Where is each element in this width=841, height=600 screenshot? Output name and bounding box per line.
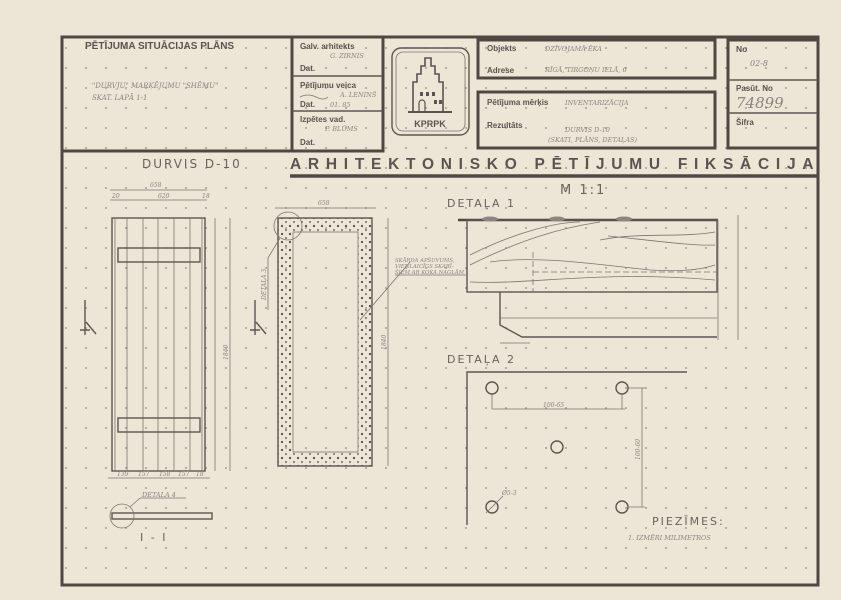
number-block: No 02-8 Pasūt. No 74899 Šifra	[726, 38, 820, 150]
detail1-drawing	[395, 215, 739, 344]
dim-detail2-h: 100-65	[543, 402, 564, 409]
door-title: DURVIS D-10	[142, 157, 242, 171]
dim-plan-height: 1840	[381, 335, 388, 350]
detail1-note-3: ŠIEM AR KOKA NAGLĀM	[395, 268, 465, 276]
dim-inner-width: 620	[158, 193, 170, 200]
dim-door-height: 1840	[223, 345, 230, 360]
research-by-label: Pētījumu veica	[300, 81, 357, 90]
detail3-label: DETAĻA 3	[261, 269, 268, 301]
chief-architect-label: Galv. arhitekts	[300, 42, 355, 51]
nail-hole	[485, 500, 499, 514]
dot-grid	[62, 37, 818, 585]
dim-right-margin: 18	[202, 193, 210, 200]
address-value: RĪGĀ, TIRGOŅU IELĀ, 6	[544, 65, 627, 74]
scale-label: M 1:1	[560, 183, 606, 198]
dim-overall-width: 658	[150, 182, 162, 189]
purpose-block: Pētījuma mērķis INVENTARIZĀCIJA Rezultāt…	[476, 90, 717, 150]
detail1-label: DETAĻA 1	[447, 197, 516, 210]
purpose-label: Pētījuma mērķis	[487, 98, 549, 107]
signature	[299, 94, 329, 100]
notes-item-1: 1. IZMĒRI MILIMETROS	[628, 533, 711, 542]
object-label: Objekts	[487, 44, 517, 53]
date-label-1: Dat.	[300, 64, 315, 73]
logo-text: KPRPK	[414, 119, 446, 129]
nail-hole	[550, 440, 564, 454]
door-plan	[267, 207, 411, 467]
results-value-1: DURVIS D-10	[564, 126, 610, 134]
date-label-2: Dat.	[300, 100, 315, 109]
sheet-frame	[60, 35, 820, 587]
kprpk-logo: KPRPK	[391, 47, 470, 136]
section-i-i	[109, 497, 213, 529]
date-value-2: 01. 85	[330, 101, 351, 109]
dim-plan-width: 658	[318, 200, 330, 207]
cipher-label: Šifra	[736, 118, 754, 127]
results-label: Rezultāts	[487, 121, 523, 130]
order-label: Pasūt. No	[736, 84, 773, 93]
clearing-lead-value: P. BLŪMS	[324, 124, 358, 133]
object-block: Objekts DZĪVOJAMĀ ĒKA Adrese RĪGĀ, TIRGO…	[476, 38, 717, 80]
detail1-note-1: SKĀRDA APŠUVUMS,	[395, 256, 455, 264]
purpose-value: INVENTARIZĀCIJA	[564, 98, 629, 107]
date-label-3: Dat.	[300, 138, 315, 147]
dim-bottom-5: 18	[196, 471, 204, 478]
situation-note-1: "DURVJU" MARĶĒJUMU "SHĒMU"	[92, 81, 218, 90]
address-label: Adrese	[487, 66, 515, 75]
signature-block: Galv. arhitekts G. ZIRNIS Dat. Pētījumu …	[290, 35, 385, 153]
clearing-lead-label: Izpētes vad.	[300, 115, 345, 124]
notes-title: PIEZĪMES:	[652, 515, 725, 528]
chief-architect-value: G. ZIRNIS	[330, 52, 364, 60]
dim-bottom-1: 139	[117, 471, 129, 478]
situation-plan-title: PĒTĪJUMA SITUĀCIJAS PLĀNS	[85, 40, 234, 52]
order-value: 74899	[736, 94, 784, 112]
research-by-value: A. LENINŠ	[339, 90, 377, 99]
object-value: DZĪVOJAMĀ ĒKA	[544, 44, 602, 53]
dim-bottom-2: 157	[138, 471, 150, 478]
number-label: No	[736, 44, 747, 54]
detail2-drawing	[466, 371, 687, 525]
results-value-2: (SKATI, PLĀNS, DETAĻAS)	[548, 135, 637, 144]
dim-detail2-v: 100-60	[635, 439, 642, 460]
number-value: 02-8	[750, 59, 768, 68]
dim-bottom-4: 157	[178, 471, 190, 478]
dim-detail2-diam: Ø5-3	[501, 490, 517, 497]
section-label: I - I	[140, 531, 167, 544]
dim-bottom-3: 158	[159, 471, 171, 478]
dim-left-margin: 20	[111, 193, 120, 200]
door-elevation	[80, 189, 267, 479]
situation-note-2: SKAT. LAPĀ 1-1	[92, 93, 147, 102]
detail4-label: DETAĻA 4	[141, 491, 176, 499]
detail1-note-2: VIENLAICĪGS SKABĪ-	[395, 263, 454, 270]
detail2-label: DETAĻA 2	[447, 353, 516, 366]
